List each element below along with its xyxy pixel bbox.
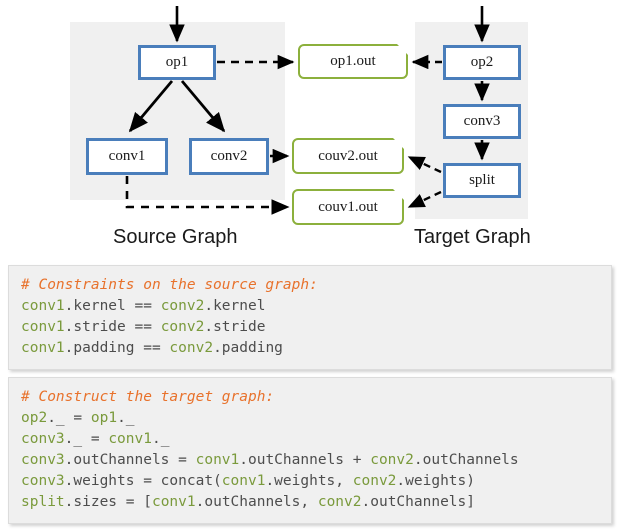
code-line: split.sizes = [conv1.outChannels, conv2.… xyxy=(21,492,599,513)
code-token: ._ xyxy=(151,431,170,447)
code-token: conv1 xyxy=(151,494,196,510)
code-token: .outChannels = xyxy=(64,452,196,468)
source-graph-caption: Source Graph xyxy=(113,226,238,248)
graph-diagram: op1 conv1 conv2 op2 conv3 split op1.out … xyxy=(0,0,627,255)
code-line: conv3.outChannels = conv1.outChannels + … xyxy=(21,450,599,471)
code-token: .outChannels xyxy=(413,452,519,468)
code-token: conv2 xyxy=(169,340,214,356)
code-token: conv3 xyxy=(21,473,65,489)
target-graph-caption: Target Graph xyxy=(414,226,531,248)
node-op1-out[interactable]: op1.out xyxy=(298,44,408,79)
code-token: op1 xyxy=(90,410,118,426)
code-token: .stride == xyxy=(64,319,161,335)
code-token: .stride xyxy=(204,319,266,335)
code-token: conv3 xyxy=(21,452,65,468)
code-token: ._ = xyxy=(47,410,91,426)
code-line: conv1.stride == conv2.stride xyxy=(21,317,599,338)
node-conv1-label: conv1 xyxy=(108,148,146,164)
code-token: .kernel xyxy=(204,298,266,314)
node-op2[interactable]: op2 xyxy=(443,45,521,80)
code-token: ._ = xyxy=(64,431,109,447)
node-couv1-out[interactable]: couv1.out xyxy=(292,189,404,225)
code-token: conv1 xyxy=(21,319,65,335)
node-couv2-out[interactable]: couv2.out xyxy=(292,138,404,174)
node-conv3-label: conv3 xyxy=(463,113,501,129)
code-token: .weights, xyxy=(265,473,353,489)
code-token: split xyxy=(21,494,65,510)
code-token: conv3 xyxy=(21,431,65,447)
node-split-label: split xyxy=(469,172,495,188)
edge-conv1-couv1out xyxy=(125,176,290,215)
code-token: conv2 xyxy=(160,298,205,314)
code-line: op2._ = op1._ xyxy=(21,408,599,429)
code-block-constraints: # Constraints on the source graph: conv1.… xyxy=(8,265,612,370)
code-block-construct: # Construct the target graph:op2._ = op1… xyxy=(8,377,612,524)
node-op1-label: op1 xyxy=(165,54,189,70)
node-couv1-out-label: couv1.out xyxy=(318,198,378,215)
code-line: conv3._ = conv1._ xyxy=(21,429,599,450)
code-token: conv1 xyxy=(108,431,152,447)
code-token: conv2 xyxy=(317,494,362,510)
code-token: # Constraints on the source graph: xyxy=(21,277,318,293)
code-line: # Constraints on the source graph: xyxy=(21,275,599,296)
code-token: .outChannels, xyxy=(195,494,318,510)
node-conv1[interactable]: conv1 xyxy=(86,138,168,175)
code-token: .weights = concat( xyxy=(64,473,222,489)
code-token: .kernel == xyxy=(64,298,161,314)
edge-op1-conv2 xyxy=(180,80,226,133)
node-conv2[interactable]: conv2 xyxy=(189,138,269,175)
node-op1[interactable]: op1 xyxy=(138,45,216,80)
node-conv3[interactable]: conv3 xyxy=(443,104,521,139)
code-line: conv1.kernel == conv2.kernel xyxy=(21,296,599,317)
node-conv2-label: conv2 xyxy=(210,148,248,164)
code-token: .padding == xyxy=(64,340,170,356)
code-token: conv2 xyxy=(370,452,414,468)
code-token: conv1 xyxy=(21,298,65,314)
node-op2-label: op2 xyxy=(470,54,494,70)
code-line: # Construct the target graph: xyxy=(21,387,599,408)
code-token: conv1 xyxy=(221,473,266,489)
code-token: # Construct the target graph: xyxy=(21,389,275,405)
code-token: conv2 xyxy=(352,473,397,489)
graph-edges xyxy=(125,6,490,215)
code-token: ._ xyxy=(117,410,135,426)
code-line: conv3.weights = concat(conv1.weights, co… xyxy=(21,471,599,492)
edge-split-couv2out xyxy=(407,155,442,174)
code-line: conv1.padding == conv2.padding xyxy=(21,338,599,359)
node-split[interactable]: split xyxy=(443,163,521,198)
node-op1-out-label: op1.out xyxy=(330,53,376,69)
edge-op1-conv1 xyxy=(128,80,174,133)
code-token: conv1 xyxy=(21,340,65,356)
code-token: .sizes = [ xyxy=(64,494,152,510)
code-token: .padding xyxy=(213,340,283,356)
code-token: .weights) xyxy=(396,473,475,489)
code-token: .outChannels + xyxy=(239,452,371,468)
code-token: .outChannels] xyxy=(361,494,476,510)
node-couv2-out-label: couv2.out xyxy=(318,147,378,164)
edge-split-couv1out xyxy=(407,190,442,209)
code-token: op2 xyxy=(21,410,48,426)
code-token: conv1 xyxy=(195,452,240,468)
code-token: conv2 xyxy=(160,319,205,335)
